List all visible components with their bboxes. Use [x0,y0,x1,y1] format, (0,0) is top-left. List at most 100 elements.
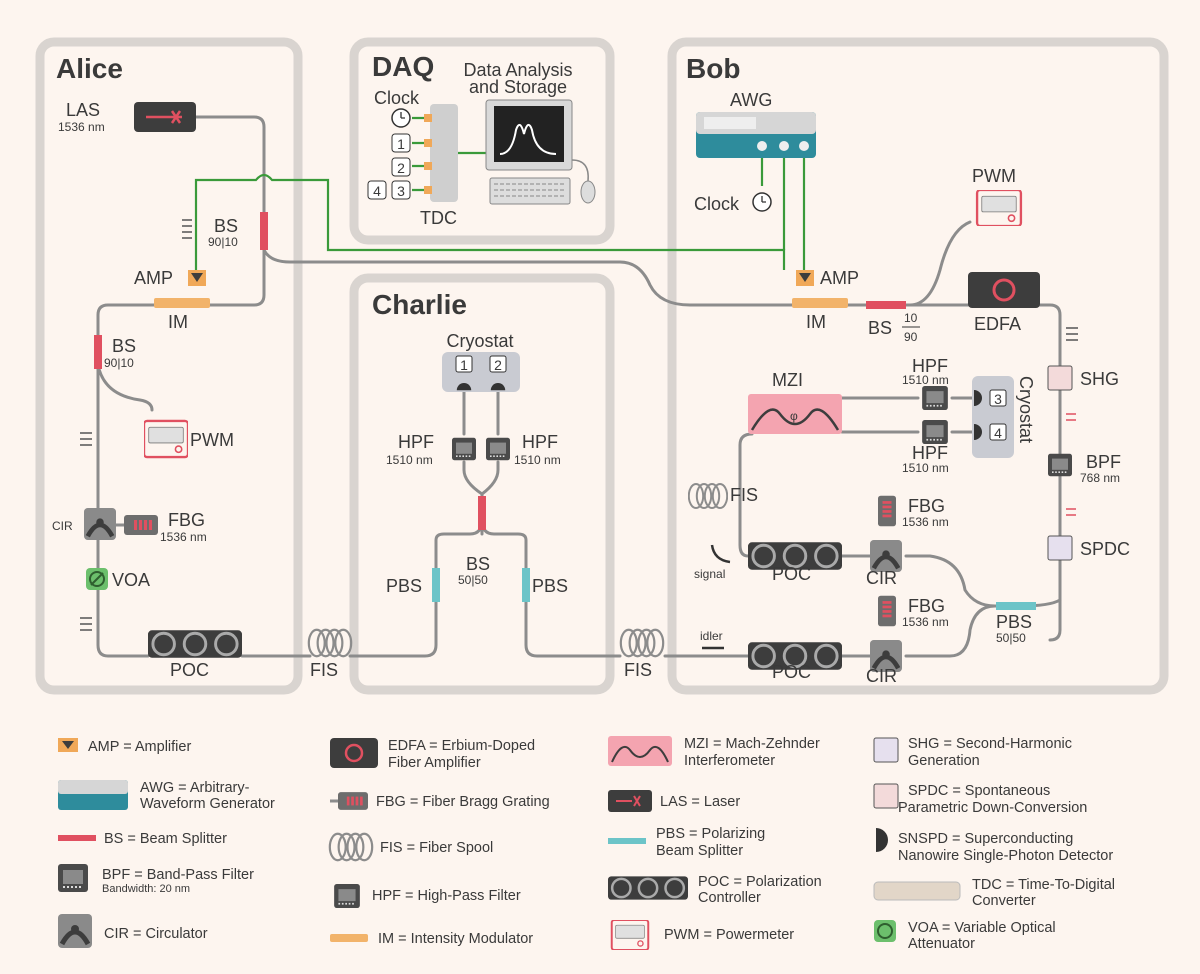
laser-wavelength: 1536 nm [58,120,105,134]
awg-port-3 [799,141,809,151]
legend-poc-icon [608,874,688,902]
bob-pwm-label: PWM [972,166,1016,186]
alice-pwm [144,419,188,459]
analysis-label-1: Data Analysis [463,60,572,80]
bob-hpf-2 [921,420,949,444]
alice-bs2-label: BS [112,336,136,356]
voa-icon [89,571,105,587]
fiber-alice-laser [194,115,266,307]
legend-shg-1: SHG = Second-Harmonic [908,736,1072,752]
bob-title: Bob [686,53,740,84]
edfa [968,272,1040,308]
legend-voa-1: VOA = Variable Optical [908,920,1056,936]
daq-clock-label: Clock [374,88,420,108]
legend-cir: CIR = Circulator [104,926,208,942]
bob-poc-idler-label: POC [772,662,811,682]
alice-cir-label: CIR [52,519,73,533]
mzi-label: MZI [772,370,803,390]
bob-fbg-signal [878,495,896,527]
legend-awg-top [58,780,128,794]
bob-fis [688,482,728,510]
charlie-title: Charlie [372,289,467,320]
pulse-bob-3 [1066,508,1076,516]
shg-label: SHG [1080,369,1119,389]
bob-im [792,298,848,308]
tdc-box [430,104,458,202]
pulse-alice-2 [80,432,92,446]
bob-panel [667,37,1169,695]
legend-edfa-2: Fiber Amplifier [388,755,481,771]
bob-det3: 3 [994,391,1002,407]
charlie-pbs-2 [522,568,530,602]
tdc-port-1 [424,114,432,122]
alice-title: Alice [56,53,123,84]
legend-voa-glyph [877,923,893,939]
legend-awg-2: Waveform Generator [140,796,275,812]
tdc-port-4 [424,186,432,194]
wire-daq-clock [412,116,486,192]
legend-fis: FIS = Fiber Spool [380,840,493,856]
tdc-label: TDC [420,208,457,228]
alice-cir [84,508,116,540]
daq-ch4: 4 [373,183,381,199]
bob-pbs-ratio: 50|50 [996,631,1026,645]
alice-bs1 [260,212,268,250]
legend-bpf-icon [58,864,88,892]
bob-det3-box [989,389,1007,407]
daq-clock-hands [400,112,405,119]
legend-shg-2: Generation [908,753,980,769]
legend-fis-icon [328,832,374,862]
fiber-bob-edfa [908,303,1062,642]
keyboard-keys [494,183,566,197]
charlie-bs [478,496,486,530]
awg-label: AWG [730,90,772,110]
charlie-det2-box [489,355,507,373]
legend-pwm-icon [610,920,650,950]
charlie-hpf-2 [486,436,510,462]
bob-cryostat [972,376,1014,458]
bob-snspd-3 [974,390,982,406]
bob-hpf-1 [921,386,949,410]
fiber-charlie-bob [480,518,750,658]
fiber-charlie-hpf [462,386,500,536]
legend-im: IM = Intensity Modulator [378,931,533,947]
legend-spdc-icon [873,783,899,809]
fiber-alice-main [96,303,158,658]
daq-title: DAQ [372,51,434,82]
alice-bs2 [94,335,102,369]
legend-spdc-1: SPDC = Spontaneous [908,783,1050,799]
monitor-waveform [499,123,557,155]
bob-pbs [996,602,1036,610]
alice-fbg-wl: 1536 nm [160,530,207,544]
alice-im [154,298,210,308]
fiber-alice-charlie [240,518,484,658]
mouse [580,180,596,204]
signal-label: signal [694,567,725,581]
fiber-bob-pbs [904,554,1062,608]
fis-right-label: FIS [624,660,652,680]
bob-hpf-2-wl: 1510 nm [902,461,949,475]
legend-snspd-2: Nanowire Single-Photon Detector [898,848,1113,864]
spdc-label: SPDC [1080,539,1130,559]
charlie-cryostat [442,352,520,392]
bob-fbg-signal-label: FBG [908,496,945,516]
awg-port-2 [779,141,789,151]
tdc-port-2 [424,139,432,147]
legend-mzi-icon [608,736,672,766]
bob-fbg-idler [878,595,896,627]
daq-ch3: 3 [397,183,405,199]
bob-cryostat-label: Cryostat [1016,376,1036,443]
alice-bs1-label: BS [214,216,238,236]
legend-bs-icon [58,835,96,841]
voa-slash [90,572,104,586]
bob-fis-label: FIS [730,485,758,505]
amp-icon [191,273,203,282]
legend-cir-icon [58,914,92,948]
bob-hpf-1-label: HPF [912,356,948,376]
fiber-alice-bs-pwm [96,363,154,412]
legend-mzi-2: Interferometer [684,753,775,769]
bob-det4: 4 [994,425,1002,441]
legend-hpf: HPF = High-Pass Filter [372,888,521,904]
legend-pbs-2: Beam Splitter [656,843,743,859]
